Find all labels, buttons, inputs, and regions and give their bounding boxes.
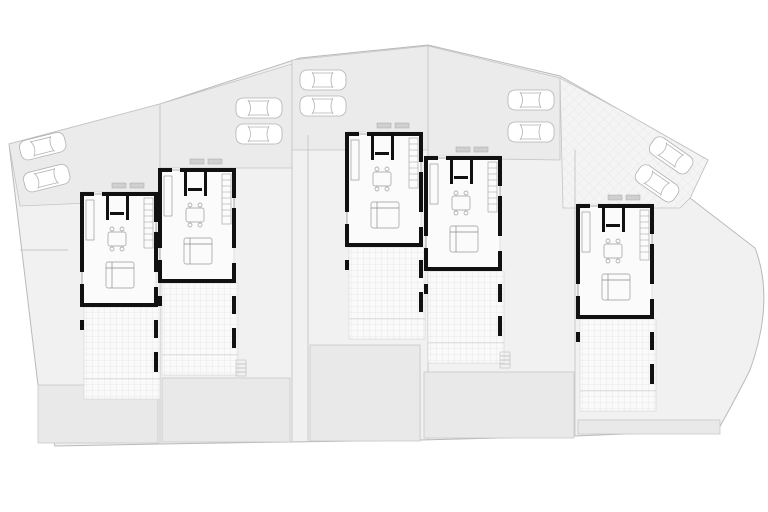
townhouse-unit-5	[575, 194, 657, 412]
townhouse-unit-1	[79, 182, 161, 400]
townhouse-unit-3	[344, 122, 426, 340]
townhouse-unit-2	[157, 158, 239, 376]
entry-steps	[235, 351, 511, 377]
parking-area-east	[559, 77, 709, 209]
car-icon	[235, 97, 283, 119]
car-icon	[299, 95, 347, 117]
garden-plot	[577, 419, 721, 435]
car-icon	[507, 89, 555, 111]
garden-plot	[309, 344, 421, 442]
garden-plot	[423, 371, 575, 439]
garden-plot	[161, 377, 291, 443]
car-icon	[235, 123, 283, 145]
car-icon	[507, 121, 555, 143]
car-icon	[299, 69, 347, 91]
townhouse-unit-4	[423, 146, 505, 364]
